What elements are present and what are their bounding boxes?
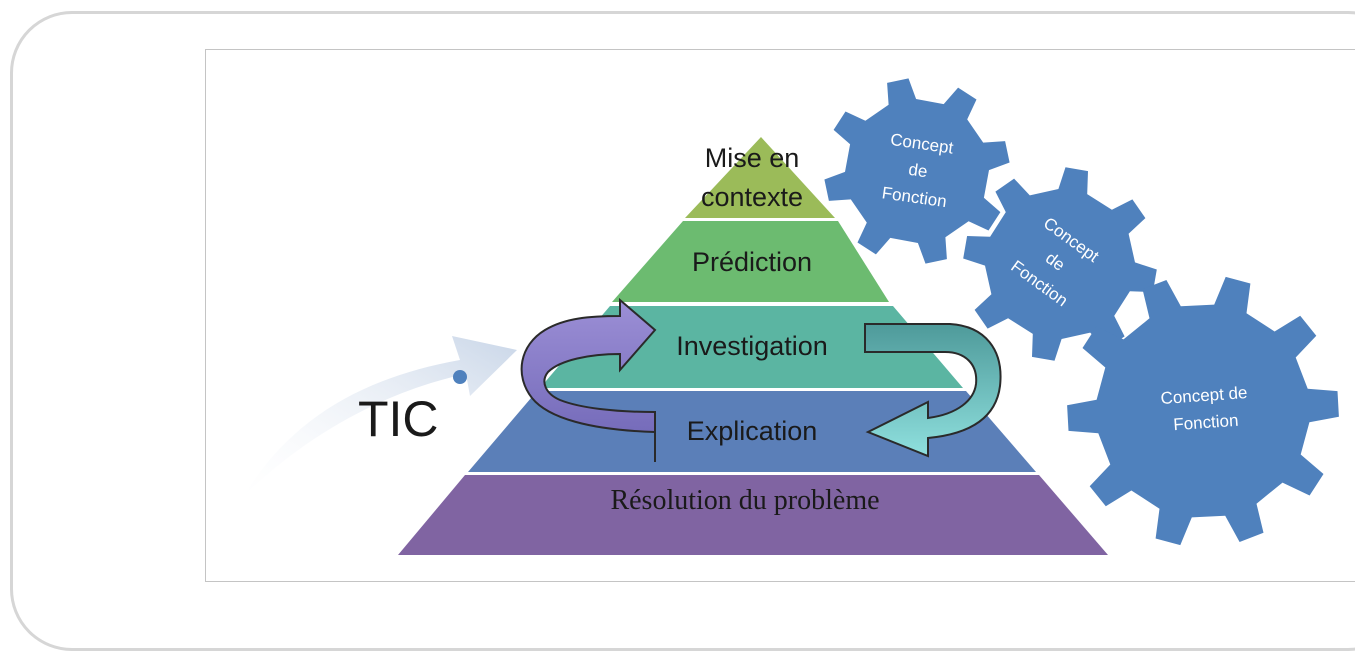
tic-label: TIC — [358, 391, 439, 447]
pyramid-level-mise-en-contexte — [685, 137, 835, 218]
gear-icon — [1067, 276, 1339, 546]
level-label-prediction: Prédiction — [692, 247, 812, 277]
cycle-arrow-left — [520, 297, 657, 462]
gear-icon — [963, 167, 1157, 361]
level-label-explication: Explication — [687, 416, 818, 446]
cycle-arrow-right — [864, 323, 1002, 458]
gear-label-line: de — [907, 160, 928, 181]
tic-arrow — [243, 336, 517, 497]
gear-label-line: Fonction — [1173, 411, 1239, 435]
pyramid-level-prediction — [612, 221, 889, 302]
gear-icon — [824, 78, 1010, 264]
level-label-investigation: Investigation — [676, 331, 828, 361]
level-label-resolution: Résolution du problème — [610, 485, 879, 516]
diagram-canvas: TIC Mise en contexte Prédiction Investig… — [243, 78, 1339, 555]
level-label-line: Mise en — [705, 143, 800, 173]
tic-dot-icon — [453, 370, 467, 384]
pyramid-level-resolution — [398, 475, 1108, 555]
level-label-line: contexte — [701, 182, 803, 212]
